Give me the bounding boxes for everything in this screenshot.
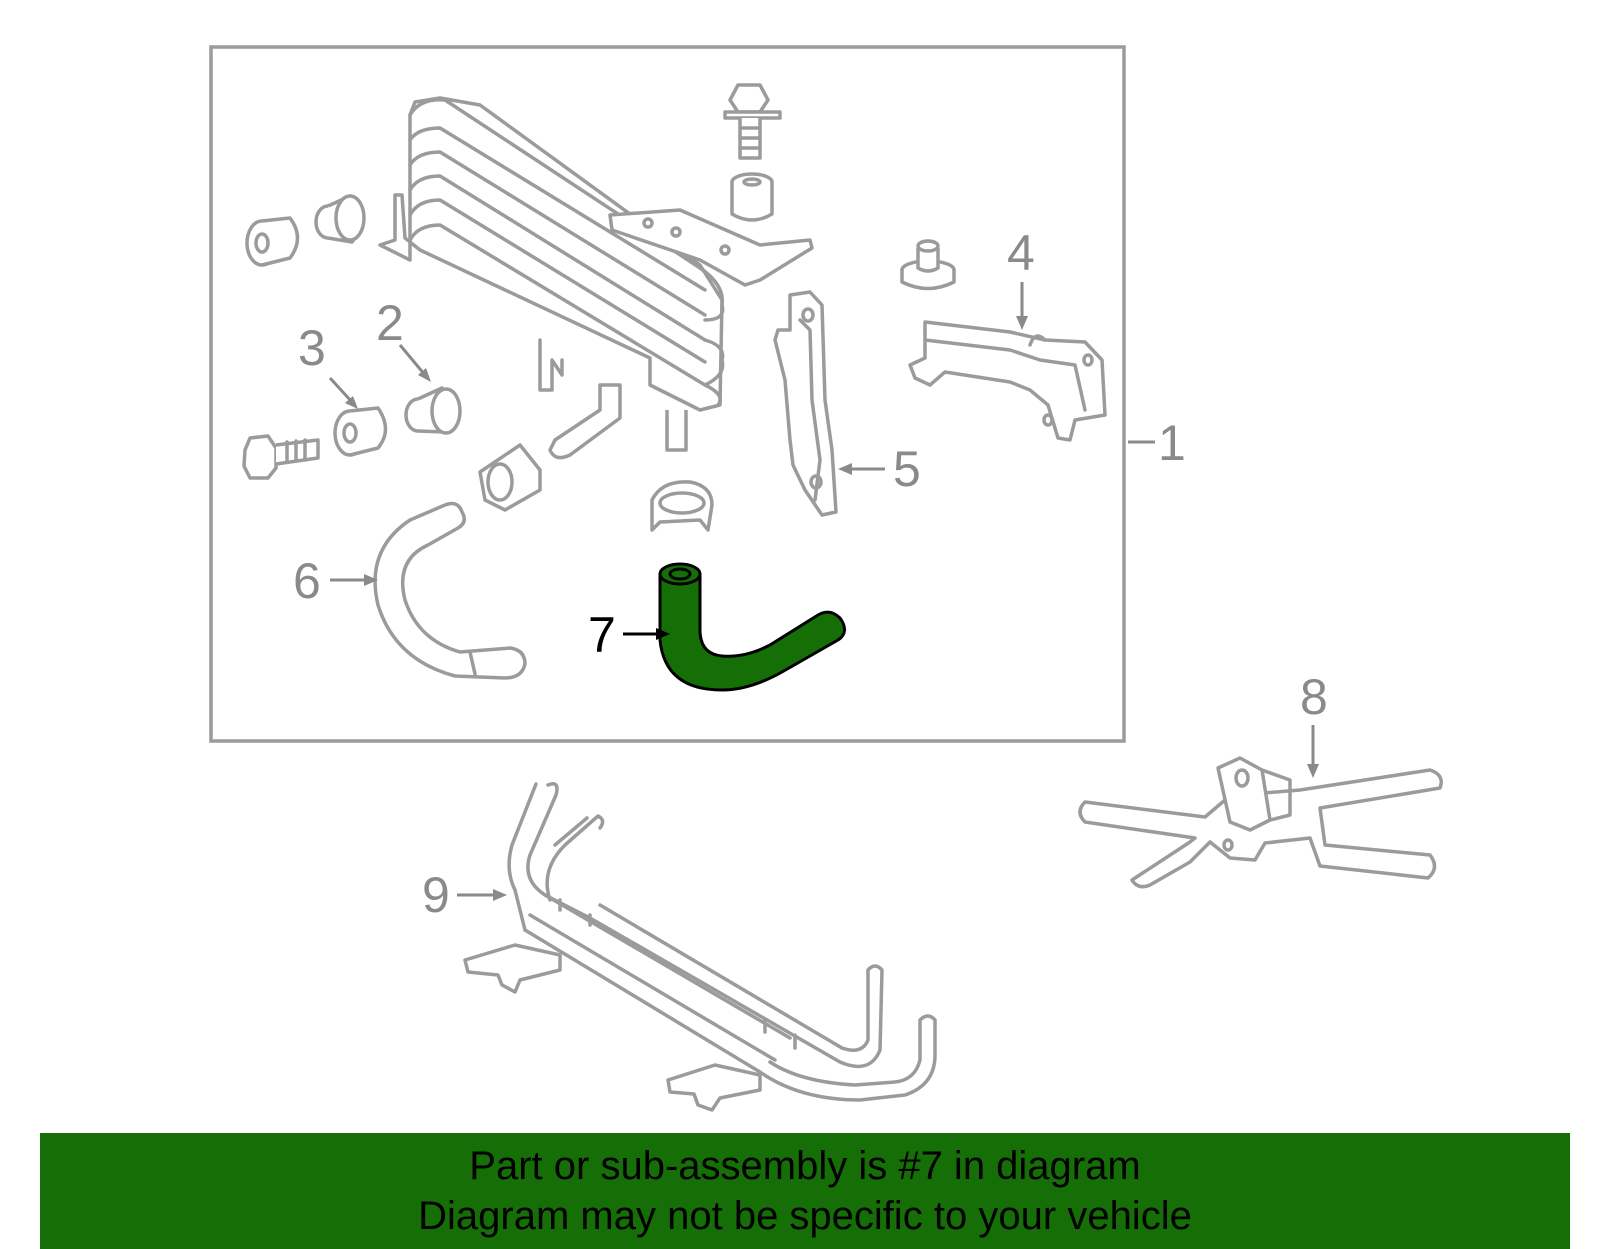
- grommet-mid: [478, 443, 542, 512]
- part-7-hose-highlighted: [658, 562, 846, 692]
- grommet-bottom: [650, 480, 714, 532]
- part-2-collar: [404, 386, 462, 435]
- part-8-tube: [1078, 756, 1443, 889]
- oil-cooler-core: [378, 96, 814, 460]
- bolt-lower-left: [242, 434, 320, 480]
- banner-line-part: Part or sub-assembly is #7 in diagram: [469, 1144, 1141, 1188]
- part-4-bracket: [908, 320, 1107, 442]
- callout-2: 2: [376, 295, 404, 351]
- banner-line-disclaimer: Diagram may not be specific to your vehi…: [418, 1194, 1192, 1238]
- bushing-top-mid: [314, 194, 366, 244]
- part-3-bushing: [333, 406, 388, 457]
- parts-diagram: 1 2 3 4 5 6 7 8 9: [209, 45, 1443, 1112]
- callout-4: 4: [1007, 225, 1035, 281]
- part-9-tube: [463, 782, 937, 1112]
- callout-9: 9: [422, 867, 450, 923]
- bolt-top: [723, 83, 782, 160]
- callout-7: 7: [588, 607, 616, 663]
- callout-5: 5: [893, 441, 921, 497]
- callout-6: 6: [293, 553, 321, 609]
- part-info-banner: Part or sub-assembly is #7 in diagram Di…: [40, 1133, 1570, 1249]
- callout-1: 1: [1158, 415, 1186, 471]
- callout-8: 8: [1300, 669, 1328, 725]
- callout-3: 3: [298, 320, 326, 376]
- leader-lines: [328, 282, 1319, 901]
- bushing-top-left: [245, 216, 300, 267]
- nut-top-right: [900, 239, 956, 291]
- part-6-hose: [373, 501, 527, 680]
- part-5-bracket: [773, 290, 838, 517]
- collar-top: [730, 172, 774, 222]
